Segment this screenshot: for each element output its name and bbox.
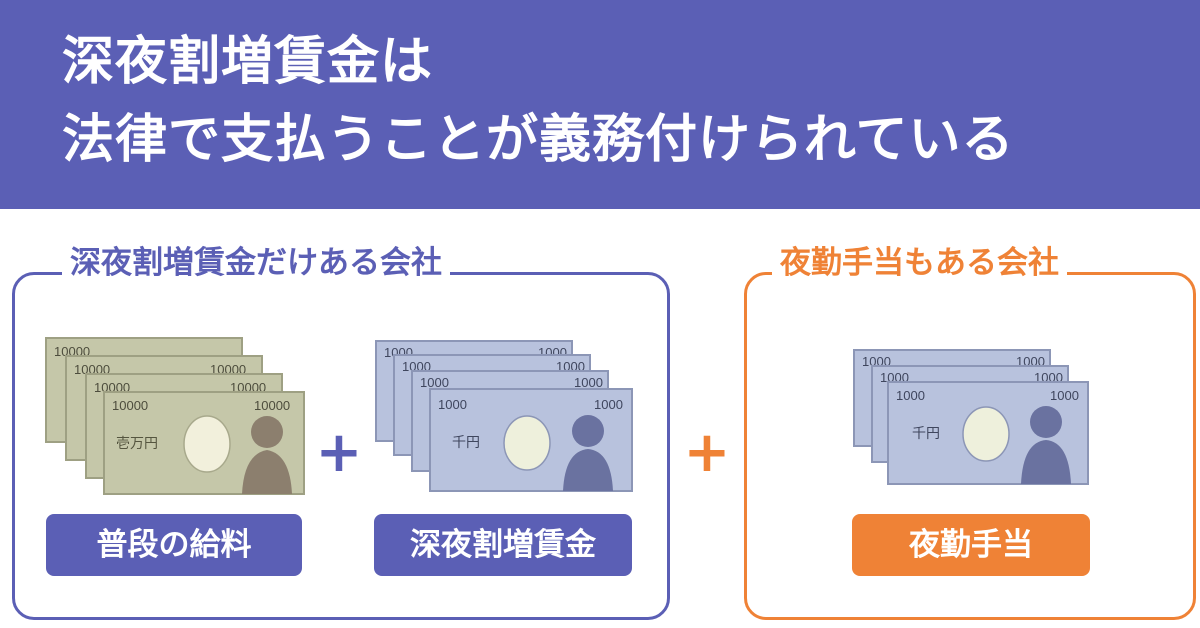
plus-icon-orange: + <box>683 420 731 485</box>
page-title-line-1: 深夜割増賃金は <box>62 32 434 92</box>
banknote-stack-1000-right: 1000 1000 1000 1000 1000 1000 千円 <box>852 348 1092 488</box>
label-night-shift-allowance: 夜勤手当 <box>852 514 1090 576</box>
right-panel-title: 夜勤手当もある会社 <box>772 243 1067 283</box>
banknote-value-label: 1000 <box>1050 388 1079 403</box>
banknote-kanji-label: 千円 <box>912 426 940 442</box>
banknote-10000-front: 10000 10000 壱万円 <box>103 391 305 495</box>
banknote-value-label: 1000 <box>594 397 623 412</box>
plus-icon-blue: + <box>315 420 363 485</box>
portrait-silhouette-icon <box>563 415 613 491</box>
banknote-value-label: 1000 <box>896 388 925 403</box>
banknote-stack-10000: 10000 10000 10000 10000 10000 10000 1000… <box>44 336 308 500</box>
banknote-watermark-oval <box>183 415 231 473</box>
banknote-value-label: 1000 <box>438 397 467 412</box>
label-regular-salary: 普段の給料 <box>46 514 302 576</box>
banknote-1000-front: 1000 1000 千円 <box>429 388 633 492</box>
banknote-kanji-label: 千円 <box>452 435 480 451</box>
banknote-value-label: 1000 <box>574 375 603 390</box>
banknote-stack-1000: 1000 1000 1000 1000 1000 1000 1000 1000 … <box>374 339 636 495</box>
banknote-value-label: 1000 <box>420 375 449 390</box>
label-late-night-premium: 深夜割増賃金 <box>374 514 632 576</box>
portrait-silhouette-icon <box>1021 406 1071 484</box>
banknote-kanji-label: 壱万円 <box>116 435 158 452</box>
banknote-watermark-oval <box>503 415 551 471</box>
banknote-value-label: 10000 <box>254 398 290 413</box>
banknote-watermark-oval <box>962 406 1010 462</box>
page-title-line-2: 法律で支払うことが義務付けられている <box>62 110 1015 170</box>
left-panel-title: 深夜割増賃金だけある会社 <box>62 243 450 283</box>
banknote-1000-front: 1000 1000 千円 <box>887 381 1089 485</box>
portrait-silhouette-icon <box>242 416 292 494</box>
header-banner: 深夜割増賃金は 法律で支払うことが義務付けられている <box>0 0 1200 209</box>
banknote-value-label: 10000 <box>112 398 148 413</box>
